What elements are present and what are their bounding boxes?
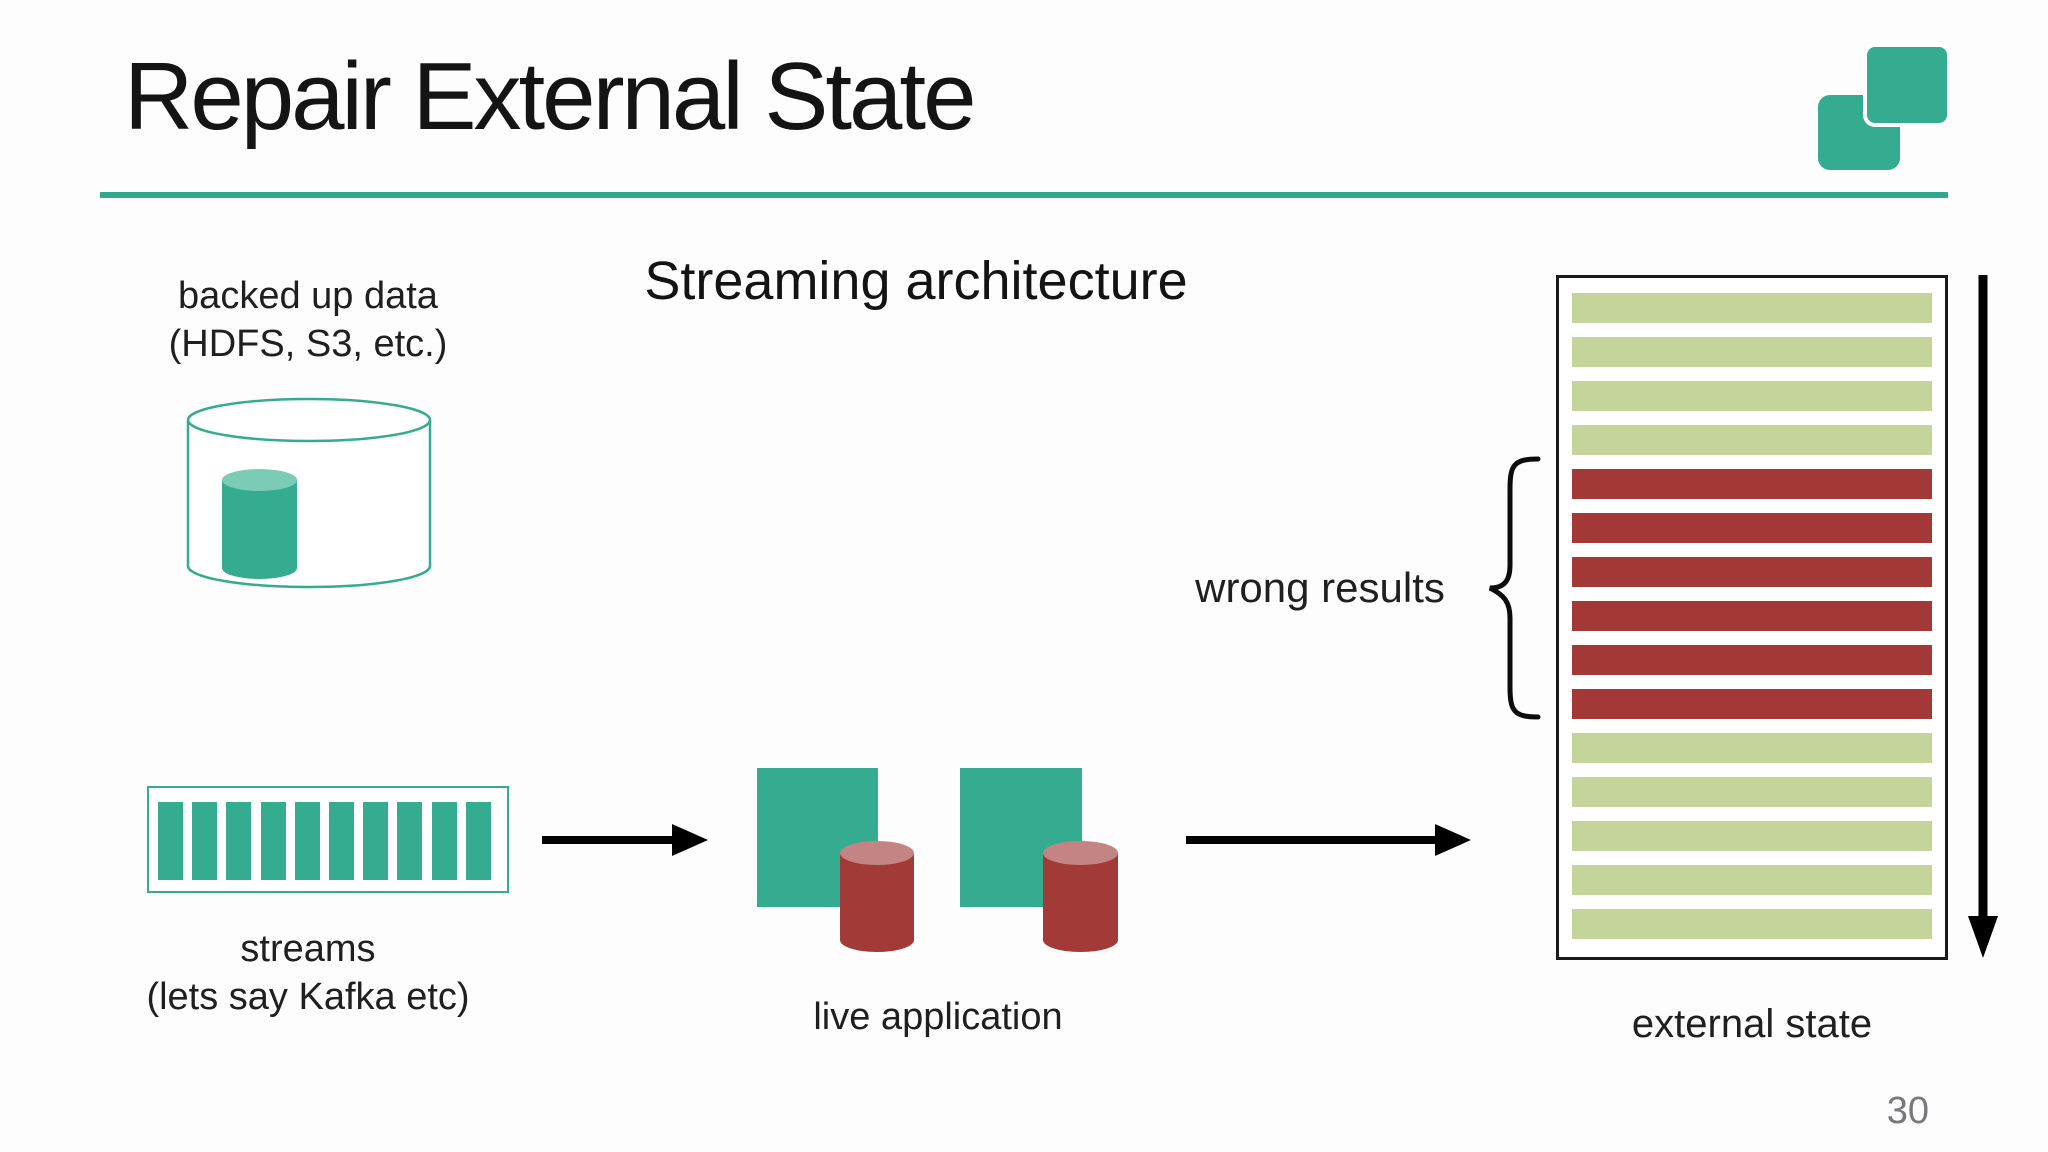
app-state-cylinder-1-icon	[840, 841, 914, 952]
backup-data-chunk-cylinder-icon	[222, 469, 297, 579]
external-state-row-red	[1572, 645, 1932, 675]
logo-square-front-icon	[1863, 43, 1951, 127]
streams-label-line1: streams	[240, 928, 376, 970]
external-state-row-red	[1572, 601, 1932, 631]
external-state-row-green	[1572, 733, 1932, 763]
stream-partition-bar	[328, 802, 354, 880]
backup-label: backed up data (HDFS, S3, etc.)	[108, 272, 508, 368]
streams-box	[147, 786, 509, 893]
stream-partition-bar	[431, 802, 457, 880]
external-state-row-red	[1572, 469, 1932, 499]
streams-label-line2: (lets say Kafka etc)	[146, 976, 470, 1018]
time-order-down-arrow-icon	[1968, 275, 1998, 958]
external-state-row-green	[1572, 293, 1932, 323]
backup-label-line1: backed up data	[178, 275, 438, 317]
stream-partitions	[158, 802, 491, 880]
external-state-row-green	[1572, 381, 1932, 411]
live-application-label: live application	[813, 996, 1063, 1038]
app-state-cylinder-2-icon	[1043, 841, 1118, 952]
wrong-results-label: wrong results	[1195, 564, 1445, 611]
external-state-row-green	[1572, 821, 1932, 851]
external-state-row-green	[1572, 865, 1932, 895]
external-state-row-green	[1572, 425, 1932, 455]
stream-partition-bar	[465, 802, 491, 880]
stream-partition-bar	[260, 802, 286, 880]
external-state-row-green	[1572, 777, 1932, 807]
stream-partition-bar	[397, 802, 423, 880]
external-state-label: external state	[1631, 1002, 1873, 1046]
stream-partition-bar	[294, 802, 320, 880]
wrong-results-brace-icon	[1488, 456, 1541, 720]
external-state-rows	[1572, 293, 1932, 953]
title-underline	[100, 192, 1948, 198]
streams-label: streams (lets say Kafka etc)	[108, 925, 508, 1021]
external-state-row-green	[1572, 909, 1932, 939]
arrow-app-to-state-icon	[1186, 824, 1471, 856]
stream-partition-bar	[363, 802, 389, 880]
arrow-streams-to-app-icon	[542, 824, 708, 856]
page-number: 30	[1886, 1090, 1929, 1132]
external-state-row-green	[1572, 337, 1932, 367]
stream-partition-bar	[192, 802, 218, 880]
stream-partition-bar	[158, 802, 183, 880]
slide-title: Repair External State	[124, 43, 976, 150]
stream-partition-bar	[226, 802, 252, 880]
diagram-subtitle: Streaming architecture	[644, 251, 1188, 311]
external-state-row-red	[1572, 557, 1932, 587]
backup-label-line2: (HDFS, S3, etc.)	[168, 323, 448, 365]
external-state-row-red	[1572, 689, 1932, 719]
external-state-row-red	[1572, 513, 1932, 543]
external-state-box	[1556, 275, 1948, 960]
